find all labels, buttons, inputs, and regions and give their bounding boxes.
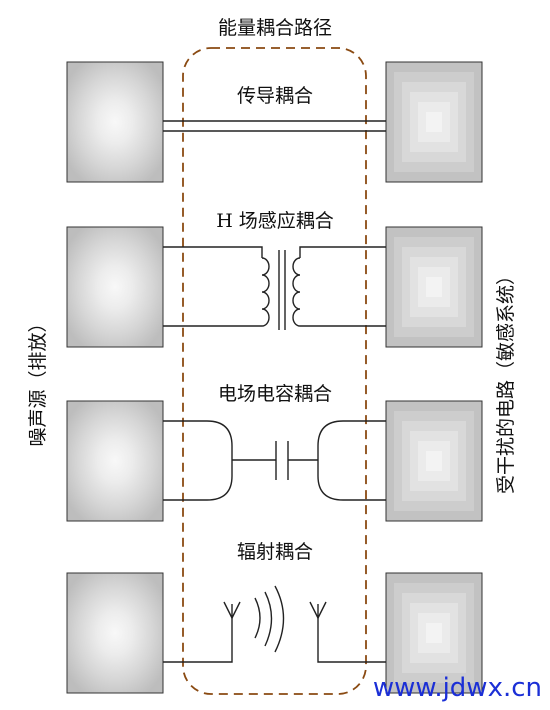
conductor-lines-icon [163,120,386,132]
victim-box-1 [385,61,483,183]
source-box-3 [66,400,164,522]
source-box-1 [66,61,164,183]
victim-circuit-label: 受干扰的电路（敏感系统） [495,266,517,494]
watermark-url: www.jdwx.cn [373,673,542,703]
source-box-2 [66,226,164,348]
capacitor-icon [163,420,386,501]
coupling-label-4: 辐射耦合 [237,541,313,563]
coupling-label-1: 传导耦合 [237,85,313,107]
diagram-title: 能量耦合路径 [218,17,332,39]
victim-box-3 [385,400,483,522]
coupling-label-2: H 场感应耦合 [216,210,334,232]
coupling-label-3: 电场电容耦合 [218,383,332,405]
source-box-4 [66,572,164,694]
coupling-path-region [182,47,367,695]
noise-source-label: 噪声源（排放） [27,313,49,446]
victim-box-4 [385,572,483,694]
transformer-icon [163,246,386,330]
victim-box-2 [385,226,483,348]
noise-source-boxes [66,61,164,694]
antenna-wave-icon [163,585,386,663]
